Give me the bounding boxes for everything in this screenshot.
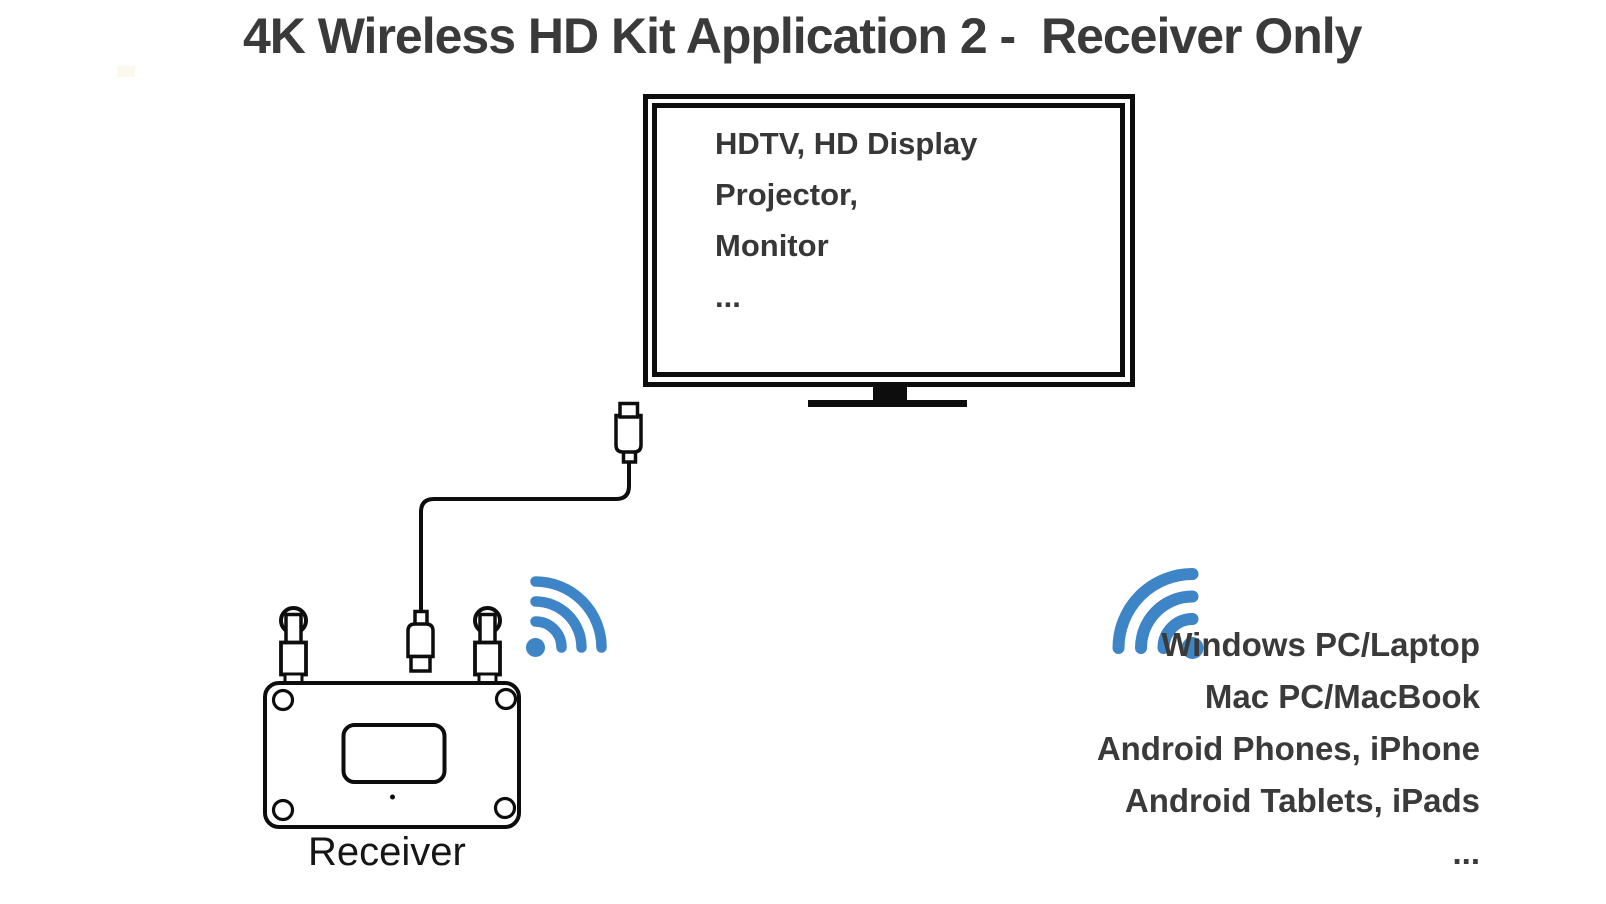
receiver-box — [263, 681, 521, 829]
page-title: 4K Wireless HD Kit Application 2 - Recei… — [243, 8, 1362, 64]
screw-icon — [493, 796, 517, 820]
wifi-arc — [530, 616, 567, 653]
receiver-label: Receiver — [308, 830, 466, 874]
background-artifact — [117, 66, 135, 77]
wifi-dot — [526, 638, 545, 657]
hdmi-connector-tip — [618, 401, 640, 419]
wifi-arc — [1157, 613, 1199, 654]
antenna-body — [473, 640, 502, 677]
wifi-signal-icon — [526, 576, 607, 657]
wifi-signal-icon — [1112, 568, 1204, 659]
receiver-led-dot — [390, 794, 395, 800]
wifi-arc — [1135, 590, 1199, 654]
device-list-line: ... — [1452, 834, 1480, 871]
tv-stand-neck — [873, 387, 907, 401]
hdmi-connector-body — [406, 622, 435, 659]
device-list-line: Android Phones, iPhone — [1096, 730, 1480, 767]
antenna-right — [473, 606, 502, 685]
tv-label-line: Projector, — [715, 177, 858, 212]
tv-stand-base — [808, 400, 967, 407]
antenna-left — [279, 606, 308, 685]
wifi-dot — [1181, 637, 1204, 659]
device-list-line: Windows PC/Laptop — [1161, 626, 1480, 663]
device-list: Windows PC/Laptop Mac PC/MacBook Android… — [1097, 619, 1480, 879]
antenna-stem — [284, 612, 303, 645]
screw-icon — [271, 798, 295, 822]
wifi-arc — [530, 596, 587, 653]
tv-label-line: HDTV, HD Display — [715, 126, 978, 161]
tv-screen — [652, 103, 1125, 377]
device-list-line: Android Tablets, iPads — [1124, 782, 1480, 819]
tv-label-block: HDTV, HD Display Projector, Monitor ... — [715, 118, 977, 322]
wifi-arc — [1112, 568, 1199, 654]
antenna-stem — [478, 612, 497, 645]
tv-label-line: Monitor — [715, 228, 829, 263]
device-list-line: Mac PC/MacBook — [1204, 678, 1480, 715]
hdmi-cable — [419, 460, 631, 613]
receiver-panel — [341, 723, 447, 784]
screw-icon — [494, 687, 518, 711]
hdmi-connector-body — [614, 413, 643, 454]
hdmi-connector-bottom — [406, 609, 435, 673]
hdmi-connector-tip — [409, 654, 432, 673]
wifi-arc — [530, 576, 607, 653]
screw-icon — [271, 688, 295, 712]
tv-label-line: ... — [715, 279, 741, 314]
antenna-body — [279, 640, 308, 677]
hdmi-connector-top — [614, 401, 643, 464]
